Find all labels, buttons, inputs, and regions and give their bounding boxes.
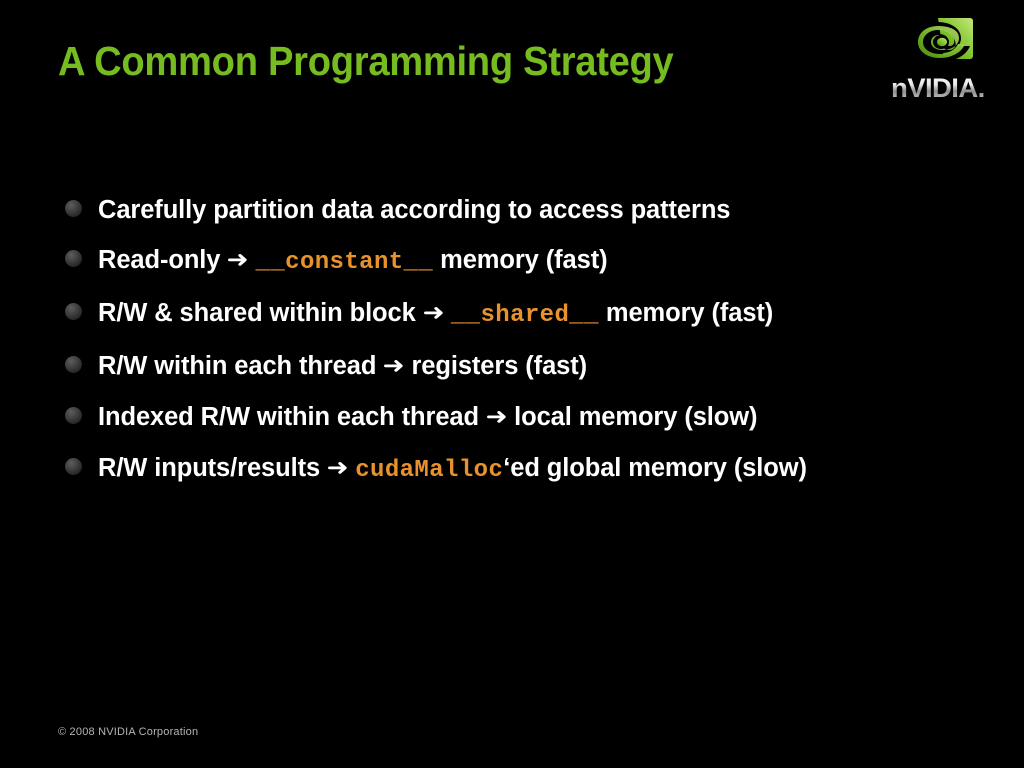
code-token: __constant__ [255,249,434,276]
code-token: cudaMalloc [355,457,504,484]
right-arrow-icon: ➜ [382,353,405,379]
right-arrow-icon: ➜ [485,404,508,430]
bullet-dot-icon [65,407,82,424]
bullet-dot-icon [65,303,82,320]
nvidia-logo: nVIDIA. [890,16,1002,108]
bullet-dot-icon [65,458,82,475]
page-title: A Common Programming Strategy [58,38,674,84]
bullet-rw-within-thread: R/W within each thread ➜ registers (fast… [98,342,992,391]
right-arrow-icon: ➜ [422,300,445,326]
bullet-text-segment: memory (fast) [433,246,608,274]
code-token: __shared__ [450,302,599,329]
bullet-rw-shared-block: R/W & shared within block ➜ __shared__ m… [98,289,992,340]
bullet-rw-inputs-global: R/W inputs/results ➜ cudaMalloc‘ed globa… [98,444,992,495]
bullet-partition-data: Carefully partition data according to ac… [98,186,992,234]
list-item: Carefully partition data according to ac… [62,186,992,234]
list-item: R/W inputs/results ➜ cudaMalloc‘ed globa… [62,444,992,495]
bullet-text-segment: R/W inputs/results [98,454,328,482]
right-arrow-icon: ➜ [226,247,249,273]
bullet-text-segment: R/W & shared within block [98,299,423,327]
bullet-dot-icon [65,356,82,373]
bullet-text-segment: Indexed R/W within each thread [98,403,486,431]
bullet-text-segment: memory (fast) [598,299,774,327]
bullet-read-only-constant: Read-only ➜ __constant__ memory (fast) [98,236,992,287]
bullet-dot-icon [65,250,82,267]
bullet-text-segment: R/W within each thread [98,352,384,380]
copyright-footer: © 2008 NVIDIA Corporation [58,726,199,738]
bullet-text-segment: registers (fast) [404,352,588,380]
bullet-text-segment: local memory (slow) [507,403,758,431]
list-item: R/W within each thread ➜ registers (fast… [62,342,992,391]
list-item: Indexed R/W within each thread ➜ local m… [62,393,992,442]
list-item: Read-only ➜ __constant__ memory (fast) [62,236,992,287]
bullet-text-segment: Carefully partition data according to ac… [98,196,731,224]
list-item: R/W & shared within block ➜ __shared__ m… [62,289,992,340]
nvidia-eye-mark-icon [914,18,973,62]
nvidia-wordmark: nVIDIA. [891,72,985,103]
bullet-text-segment [444,299,451,327]
bullet-text-segment: ‘ed global memory (slow) [503,454,807,482]
bullet-text-segment: Read-only [98,246,228,274]
bullet-list: Carefully partition data according to ac… [62,186,992,497]
bullet-dot-icon [65,200,82,217]
bullet-indexed-rw-local: Indexed R/W within each thread ➜ local m… [98,393,992,442]
nvidia-wordmark-text: nVIDIA. [891,72,985,103]
bullet-text-segment [249,246,256,274]
right-arrow-icon: ➜ [326,455,349,481]
